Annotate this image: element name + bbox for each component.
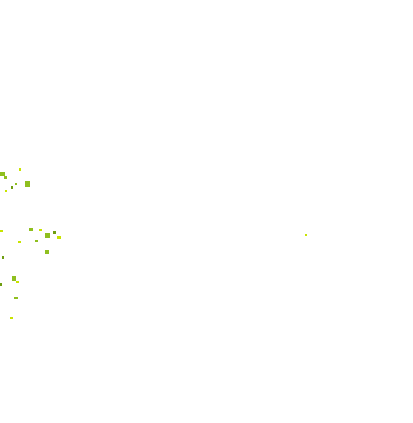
speckle-cluster-middle: [0, 228, 307, 259]
speckle-cluster-lower: [0, 276, 19, 319]
speck: [11, 186, 13, 189]
speck: [0, 230, 3, 232]
speck: [57, 236, 61, 239]
speck: [53, 231, 56, 234]
speck: [0, 172, 5, 176]
speckle-cluster-upper: [0, 168, 30, 192]
speck: [305, 234, 307, 236]
speck: [39, 229, 42, 231]
speck: [29, 228, 33, 231]
speck: [45, 233, 50, 238]
speck: [15, 183, 17, 185]
speck: [16, 281, 19, 283]
speck: [5, 190, 7, 192]
speck: [19, 168, 21, 171]
speck: [45, 250, 49, 254]
speck: [0, 283, 2, 286]
speck: [14, 297, 18, 299]
speck: [25, 181, 30, 187]
speck: [4, 176, 7, 179]
speck: [2, 256, 4, 259]
speck: [12, 276, 16, 281]
speck: [10, 317, 13, 319]
speck: [18, 241, 21, 243]
speck: [35, 240, 38, 242]
